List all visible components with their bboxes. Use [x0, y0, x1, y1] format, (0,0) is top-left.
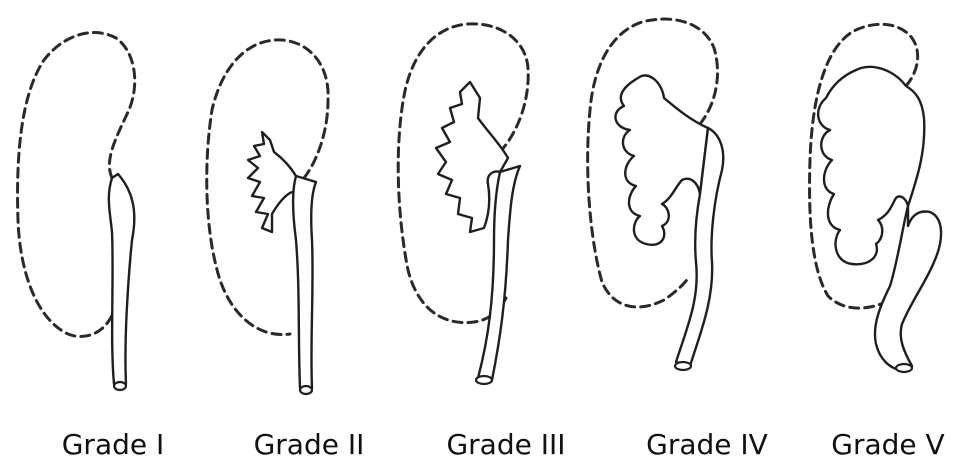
renal-pelvis [615, 75, 708, 244]
grade-1-label: Grade I [62, 428, 165, 461]
ureter-end [675, 362, 691, 370]
grade-5-label: Grade V [831, 428, 944, 461]
ureter-end [896, 364, 912, 372]
grade-3-label: Grade III [446, 428, 565, 461]
ureter [293, 176, 316, 388]
ureter-end [114, 382, 126, 390]
ureter [875, 206, 941, 370]
kidney-grade-3 [398, 24, 528, 384]
grade-4-label: Grade IV [646, 428, 768, 461]
ureter-end [300, 386, 312, 394]
kidney-grade-4 [588, 19, 724, 370]
kidney-grade-5 [810, 24, 942, 372]
grade-labels: Grade I Grade II Grade III Grade IV Grad… [0, 428, 959, 468]
ureter [109, 174, 134, 384]
grade-2-label: Grade II [254, 428, 365, 461]
ureter-end [476, 376, 492, 384]
renal-pelvis [248, 132, 296, 232]
kidney-grade-1 [18, 33, 135, 390]
kidney-grade-2 [207, 40, 328, 394]
